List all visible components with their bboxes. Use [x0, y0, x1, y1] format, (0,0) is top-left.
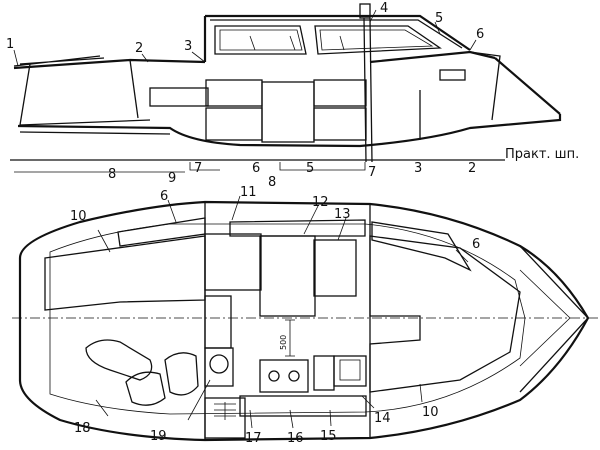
mast-head — [359, 3, 371, 19]
side-view — [10, 3, 562, 171]
callout-16: 16 — [287, 431, 304, 446]
burner-2 — [288, 370, 300, 382]
stove — [259, 359, 309, 393]
hanging-locker — [204, 397, 246, 439]
berth-front-port — [205, 107, 263, 141]
sink — [333, 355, 367, 387]
callout-4: 4 — [380, 1, 388, 16]
keel-outline — [189, 162, 366, 171]
aft-shelf — [371, 221, 472, 272]
hull-bottom — [17, 114, 562, 148]
handrails — [249, 35, 345, 51]
inner-hull-line — [49, 223, 526, 415]
callout-19: 19 — [150, 429, 167, 444]
station-2: 2 — [468, 161, 476, 176]
callout-14: 14 — [374, 411, 391, 426]
bow-taper — [519, 245, 589, 393]
callout-1: 1 — [6, 37, 14, 52]
saloon-cushion-aft — [313, 239, 357, 297]
toilet-bowl — [209, 354, 229, 374]
coachroof — [203, 14, 471, 62]
bow-inner — [519, 269, 571, 367]
forward-berth-cushion — [149, 87, 209, 107]
callout-17: 17 — [245, 431, 262, 446]
station-5: 5 — [306, 161, 314, 176]
galley-shelf — [439, 69, 466, 81]
callout-10a: 10 — [70, 209, 87, 224]
toilet-area — [204, 347, 234, 387]
labels: 1 2 3 4 5 6 7 8 9 6 5 7 3 2 8 Практ. шп.… — [6, 1, 579, 446]
sail-bag-2 — [125, 371, 166, 406]
sail-bag-1 — [85, 339, 153, 381]
callout-15: 15 — [320, 429, 337, 444]
station-3: 3 — [414, 161, 422, 176]
plan-view — [12, 200, 598, 442]
callout-9: 9 — [168, 171, 176, 186]
burner-1 — [268, 370, 280, 382]
callout-10b: 10 — [422, 405, 439, 420]
sail-bag-3 — [164, 352, 199, 396]
hull-panel-line — [129, 59, 139, 119]
saloon-shelf — [229, 219, 366, 237]
callout-2: 2 — [135, 41, 143, 56]
callout-5: 5 — [435, 11, 443, 26]
saloon-table — [259, 235, 316, 317]
forepeak-cushion — [44, 235, 206, 311]
callout-7a: 7 — [194, 161, 202, 176]
saloon-cushion-port — [204, 233, 262, 291]
deck-outline — [18, 200, 590, 442]
callout-3: 3 — [184, 39, 192, 54]
coachroof-inner — [210, 19, 463, 49]
quarter-berth-cushion — [369, 235, 521, 393]
locker-hooks — [214, 402, 236, 420]
dimension-line — [285, 319, 295, 357]
cabin-windows-inner — [219, 29, 434, 51]
saloon-table-side — [261, 81, 315, 143]
cabin-windows — [214, 25, 442, 55]
callout-12: 12 — [312, 195, 329, 210]
bow-stem — [19, 63, 151, 126]
galley-counter — [239, 395, 367, 417]
waterline-fwd — [19, 131, 171, 135]
callout-6a: 6 — [160, 189, 168, 204]
galley-drawer — [313, 355, 335, 391]
callout-7b: 7 — [368, 165, 376, 180]
station-8a: 8 — [108, 167, 116, 182]
stern-panel — [469, 51, 501, 121]
callout-13: 13 — [334, 207, 351, 222]
callout-6: 6 — [476, 27, 484, 42]
callout-8b: 8 — [268, 175, 276, 190]
station-6: 6 — [252, 161, 260, 176]
station-caption: Практ. шп. — [505, 147, 579, 162]
saloon-berth-cushion-port — [205, 79, 263, 107]
stern-transom — [494, 57, 561, 115]
dimension-500: 500 — [279, 335, 288, 350]
leader-lines — [13, 9, 477, 429]
pulpit-rail — [13, 55, 105, 67]
callout-11: 11 — [240, 185, 257, 200]
berth-front-stbd — [313, 107, 367, 141]
callout-18: 18 — [74, 421, 91, 436]
sink-basin — [339, 359, 361, 381]
callout-6b: 6 — [472, 237, 480, 252]
passage-floor — [204, 295, 232, 349]
saloon-berth-cushion-stbd — [313, 79, 367, 107]
